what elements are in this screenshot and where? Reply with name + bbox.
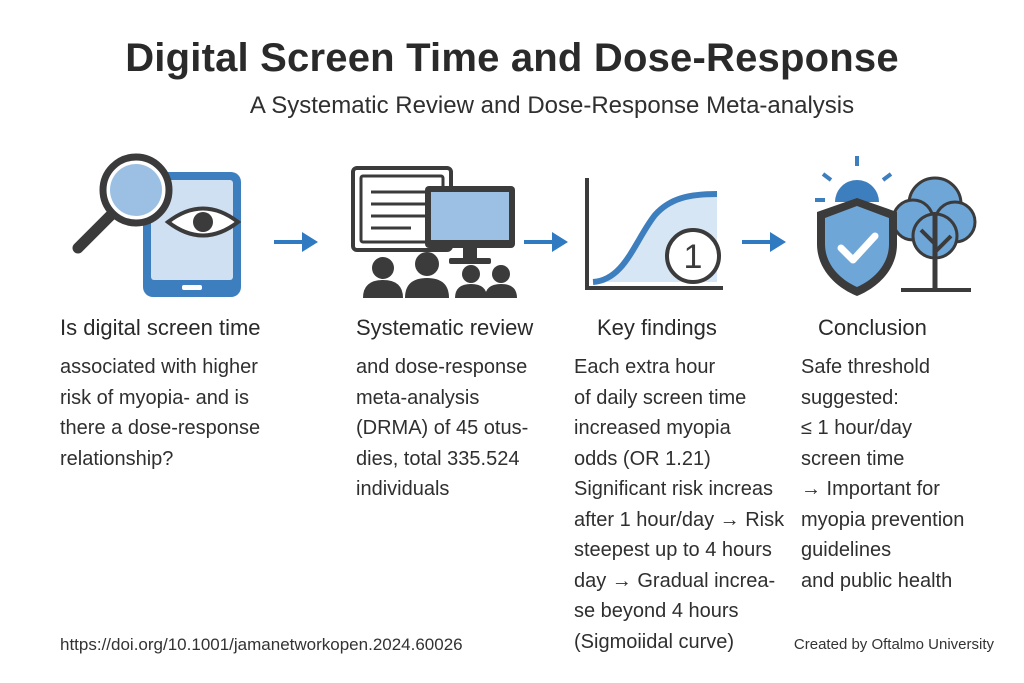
- credit-text: Created by Oftalmo University: [793, 636, 994, 653]
- step-4-line: Safe threshold: [801, 356, 930, 378]
- step-4-heading: Conclusion: [818, 315, 927, 340]
- step-2-line: and dose-response: [356, 356, 528, 378]
- step-2-line: meta-analysis: [356, 386, 480, 409]
- step-1-line: risk of myopia- and is: [60, 386, 249, 409]
- step-2-body: and dose-response meta-analysis (DRMA) o…: [356, 352, 528, 505]
- page-subtitle: A Systematic Review and Dose-Response Me…: [249, 92, 855, 119]
- step-2-line: (DRMA) of 45 otus-: [356, 417, 529, 439]
- step-3-line: (Sigmoiidal curve): [574, 630, 735, 653]
- arrow-2-icon: [524, 232, 568, 252]
- arrow-3-icon: [742, 232, 786, 252]
- step-3-line: after 1 hour/day → Risk: [574, 508, 785, 531]
- step-4-line: screen time: [801, 447, 905, 470]
- sigmoid-curve-chart-icon: 1: [585, 178, 723, 290]
- tablet-magnifier-eye-icon: [72, 153, 242, 297]
- step-2-line: individuals: [356, 478, 450, 500]
- step-4-line: myopia prevention: [801, 508, 965, 531]
- step-1-line: there a dose-response: [60, 417, 261, 439]
- step-4-line: ≤ 1 hour/day: [801, 417, 913, 439]
- step-3-line: Significant risk increas: [574, 478, 773, 500]
- step-1-heading: Is digital screen time: [60, 315, 261, 340]
- page-title: Digital Screen Time and Dose-Response: [125, 36, 899, 80]
- step-3-line: se beyond 4 hours: [574, 600, 739, 622]
- step-3-line: steepest up to 4 hours: [574, 539, 772, 561]
- step-3-line: odds (OR 1.21): [574, 447, 711, 470]
- chart-marker-label: 1: [684, 238, 703, 276]
- step-4-body: Safe threshold suggested: ≤ 1 hour/day s…: [801, 352, 964, 596]
- step-4-line: and public health: [801, 569, 953, 592]
- step-1-body: associated with higher risk of myopia- a…: [60, 352, 260, 474]
- step-3-line: Each extra hour: [574, 356, 716, 378]
- step-3-line: increased myopia: [574, 417, 731, 439]
- arrow-1-icon: [274, 232, 318, 252]
- doi-link[interactable]: https://doi.org/10.1001/jamanetworkopen.…: [60, 635, 463, 654]
- step-3-line: day → Gradual increa-: [574, 569, 776, 592]
- step-2-line: dies, total 335.524: [356, 447, 520, 470]
- step-3-line: of daily screen time: [574, 386, 747, 409]
- step-3-body: Each extra hour of daily screen time inc…: [574, 352, 784, 657]
- step-1-line: relationship?: [60, 447, 174, 470]
- step-2-heading: Systematic review: [356, 315, 534, 340]
- step-1-line: associated with higher: [60, 356, 258, 378]
- step-4-line: suggested:: [801, 386, 899, 409]
- step-3-heading: Key findings: [597, 315, 717, 340]
- step-4-line: → Important for: [801, 478, 940, 500]
- shield-check-tree-sun-icon: [815, 156, 977, 296]
- step-4-line: guidelines: [801, 539, 892, 561]
- documents-monitor-people-icon: [351, 166, 517, 298]
